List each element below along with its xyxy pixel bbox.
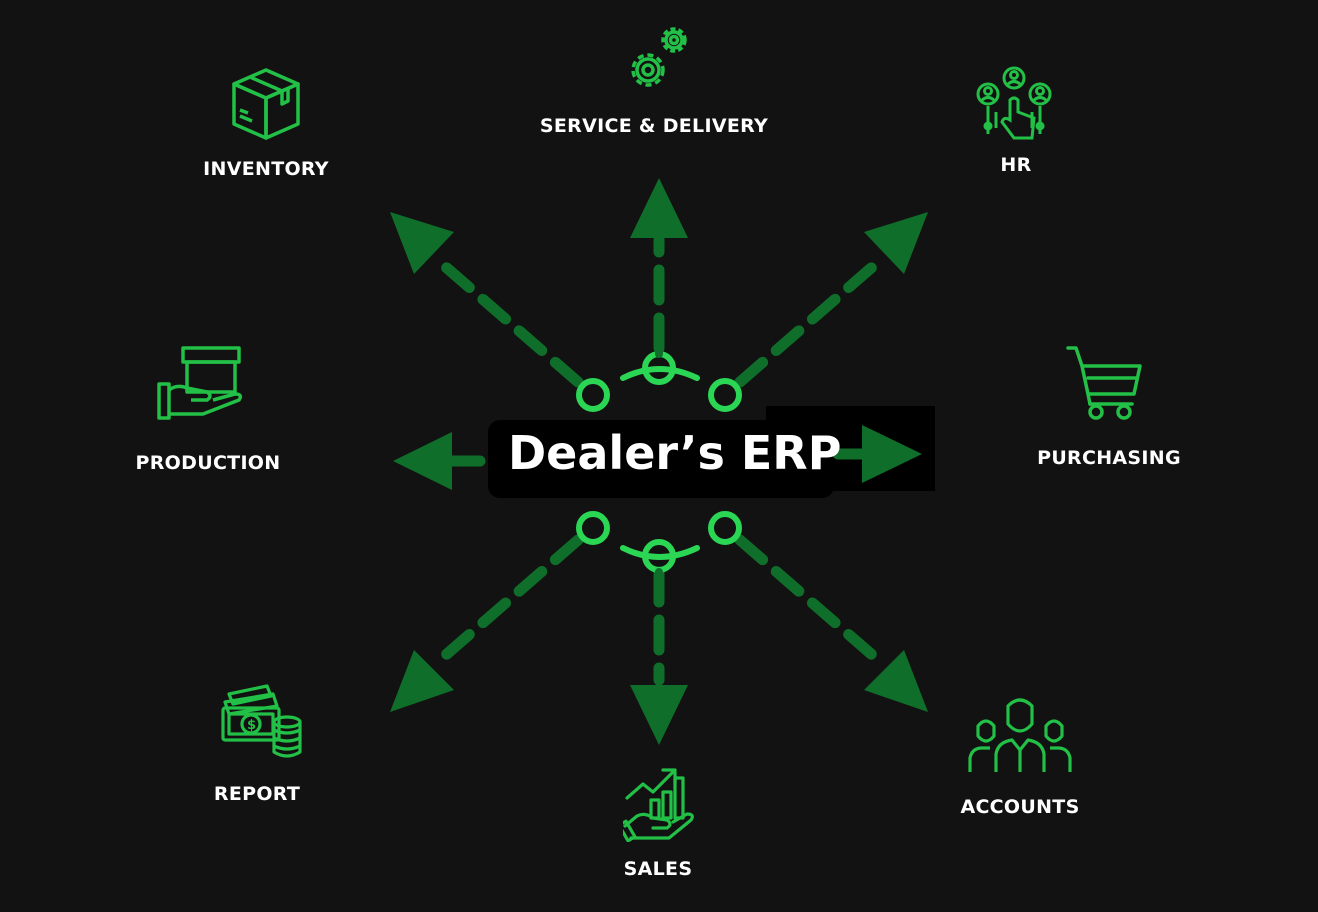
svg-text:$: $: [247, 718, 256, 733]
arrow-lower-right-line: [734, 534, 884, 666]
people-network-icon: [976, 66, 1052, 140]
hub-node-top-right: [708, 378, 742, 412]
team-icon: [968, 698, 1072, 772]
module-label-purchasing: PURCHASING: [1037, 447, 1181, 469]
arrowhead-right: [862, 425, 922, 483]
arrow-upper-right-line: [734, 256, 884, 388]
module-label-production: PRODUCTION: [135, 452, 281, 474]
module-label-report: REPORT: [213, 783, 301, 805]
arrow-upper-left-line: [434, 256, 584, 388]
arrowhead-left: [393, 432, 452, 490]
hand-box-icon: [157, 346, 243, 420]
hub-top-connector: [620, 366, 700, 381]
arrowhead-lower-left: [390, 650, 454, 712]
money-coins-icon: $: [221, 684, 302, 758]
module-label-hr: HR: [1000, 154, 1032, 176]
cart-icon: [1066, 346, 1142, 420]
module-label-sales: SALES: [623, 858, 693, 880]
box-icon: [232, 68, 300, 140]
module-label-inventory: INVENTORY: [203, 158, 329, 180]
gears-icon: [631, 27, 687, 87]
hub-bottom-connector: [620, 545, 700, 560]
hub-node-top-left: [576, 378, 610, 412]
arrowhead-up: [630, 178, 688, 238]
arrowhead-upper-right: [864, 212, 928, 274]
center-title: Dealer’s ERP: [508, 426, 842, 480]
hub-node-bottom-right: [708, 511, 742, 545]
module-label-accounts: ACCOUNTS: [960, 796, 1080, 818]
hand-growth-chart-icon: [623, 768, 694, 842]
arrow-lower-left-line: [434, 534, 584, 666]
arrowhead-lower-right: [864, 650, 928, 712]
module-label-service-delivery: SERVICE & DELIVERY: [539, 115, 769, 137]
hub-node-bottom-left: [576, 511, 610, 545]
arrowhead-down: [630, 685, 688, 745]
arrowhead-upper-left: [390, 212, 454, 274]
